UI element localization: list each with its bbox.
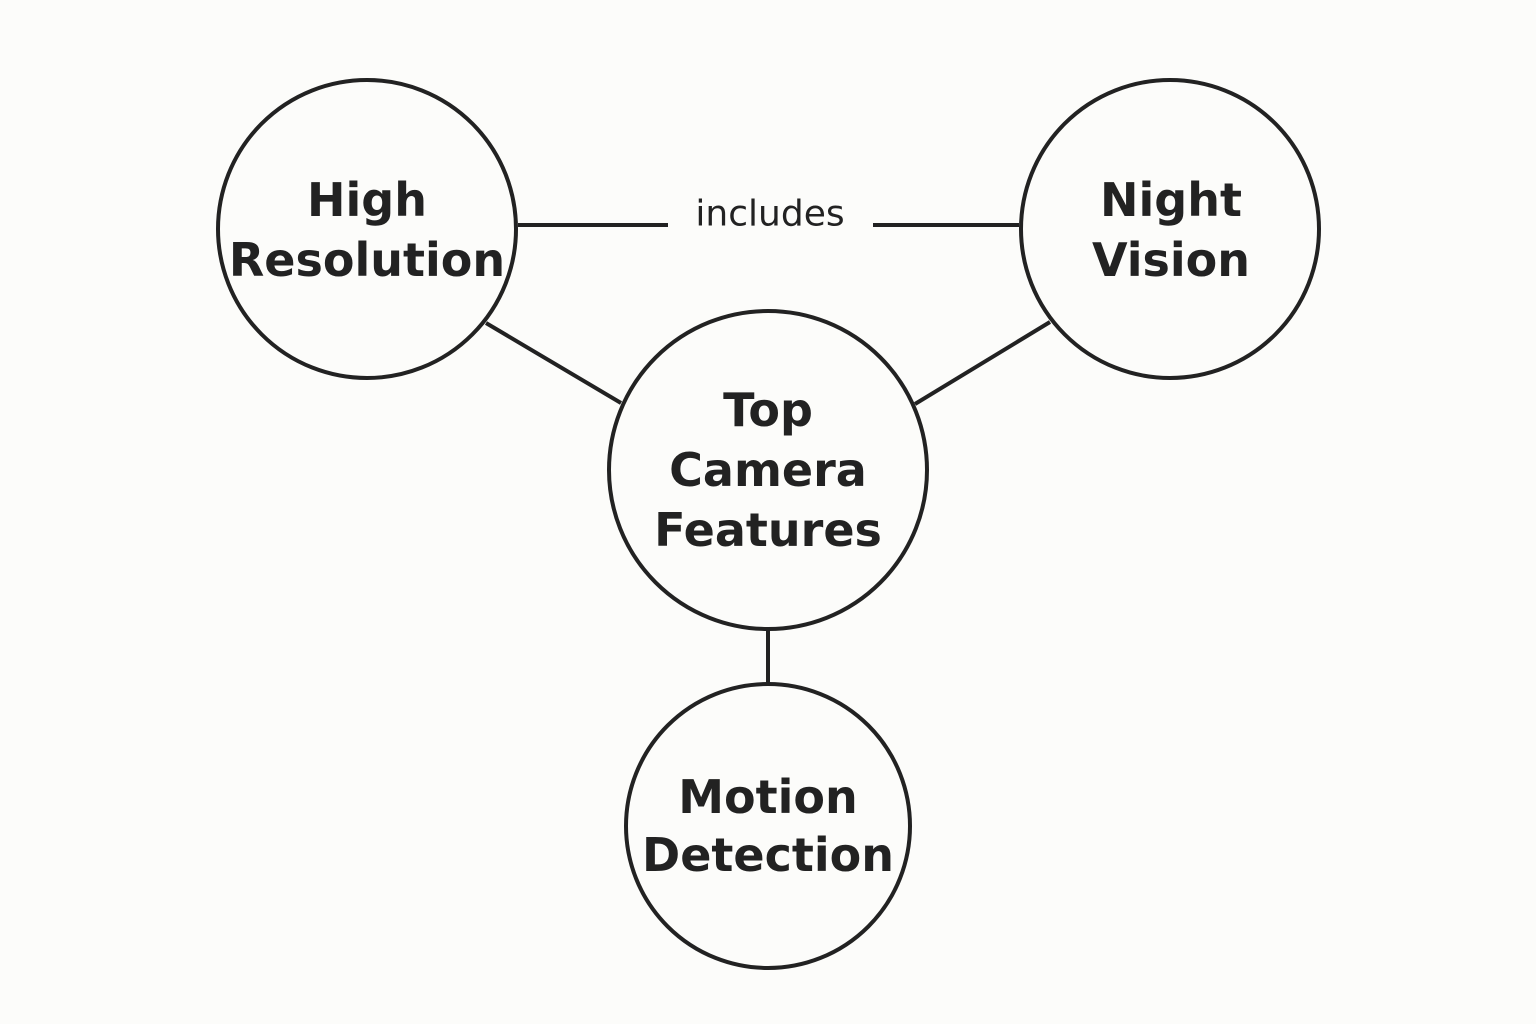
node-motion-detection: Motion Detection [624,682,912,970]
node-top-camera-features-circle [607,309,929,631]
node-high-resolution-label-line-1: High [307,173,427,227]
node-high-resolution: High Resolution [216,78,518,380]
node-motion-detection-label-line-2: Detection [642,828,894,882]
node-motion-detection-label-line-1: Motion [678,770,858,824]
node-night-vision: Night Vision [1019,78,1321,380]
edge-high-resolution-to-center [484,321,623,405]
node-top-camera-features-label-line-2: Camera [669,443,867,497]
node-high-resolution-label-line-2: Resolution [229,233,505,287]
node-top-camera-features-label-line-3: Features [654,503,882,557]
node-high-resolution-circle [216,78,518,380]
node-night-vision-label-line-2: Vision [1092,233,1250,287]
node-top-camera-features: Top Camera Features [607,309,929,631]
node-night-vision-label-line-1: Night [1100,173,1242,227]
edge-night-vision-to-center [913,320,1052,406]
edge-label-includes: includes [695,194,844,235]
node-night-vision-circle [1019,78,1321,380]
node-motion-detection-circle [624,682,912,970]
node-top-camera-features-label-line-1: Top [723,383,813,437]
